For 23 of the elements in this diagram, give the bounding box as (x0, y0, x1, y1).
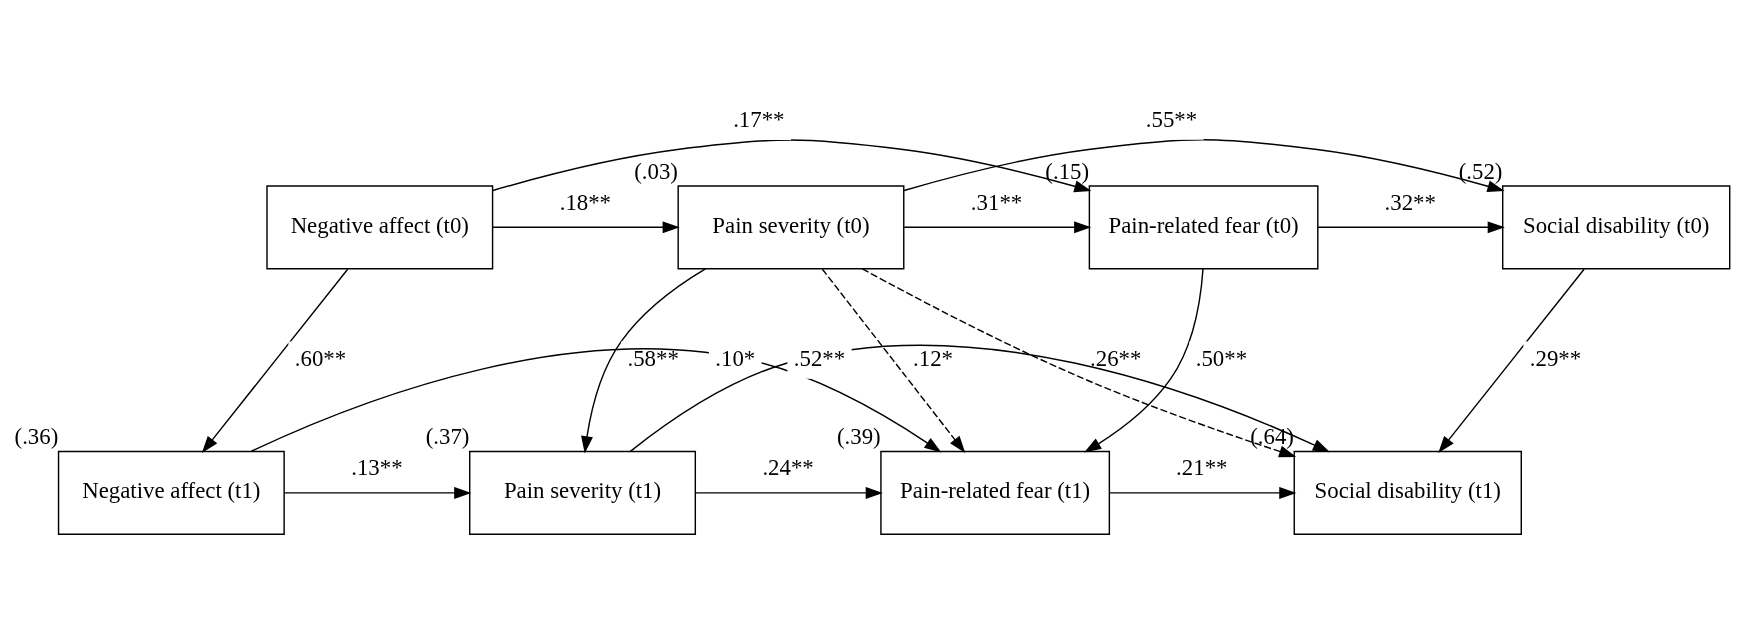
node-label: (.36) (14, 423, 59, 449)
edge-label: .21** (1176, 454, 1228, 480)
node-label: (.15) (1045, 158, 1090, 183)
node-label: (.64) (1250, 423, 1294, 449)
edge-label: .50** (1195, 345, 1248, 371)
edge-label: .26** (1090, 345, 1142, 371)
edge-label: .24** (762, 454, 814, 480)
edge-label: .52** (793, 345, 846, 371)
node-label: (.39) (836, 423, 881, 449)
node-label: (.03) (634, 158, 678, 183)
edge-label: .29** (1529, 345, 1582, 371)
edge-label: .13** (351, 454, 403, 480)
edge-label: .55** (1145, 106, 1198, 132)
edge-label: .18** (559, 189, 612, 215)
node-label: (.52) (1458, 158, 1503, 183)
edge-label: .60** (294, 345, 347, 371)
edge-label: .32** (1384, 189, 1436, 215)
edge-label: .58** (627, 345, 679, 371)
edge-label: .31** (970, 189, 1023, 215)
node-label: (.37) (425, 423, 470, 449)
edge-label: .12* (913, 345, 953, 371)
edge-label: .10* (715, 345, 756, 371)
edge-label: .17** (733, 106, 785, 132)
